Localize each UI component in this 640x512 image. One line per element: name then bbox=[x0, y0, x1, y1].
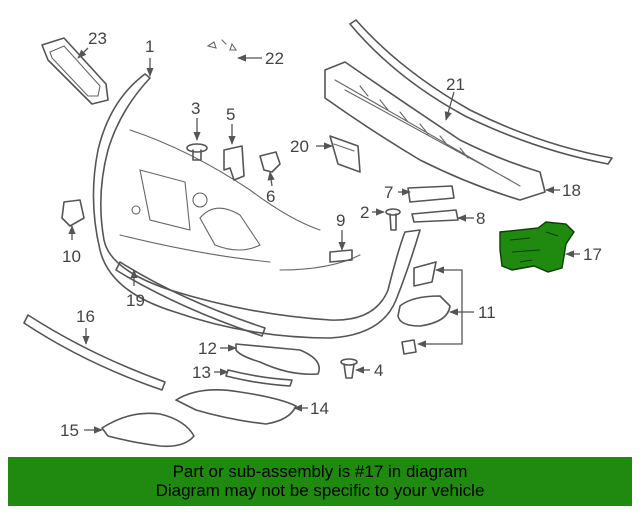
leader-lines bbox=[68, 47, 580, 434]
part-1-bumper-cover[interactable] bbox=[92, 73, 421, 339]
callout-16: 16 bbox=[76, 307, 95, 326]
callout-15: 15 bbox=[60, 421, 79, 440]
callout-14: 14 bbox=[310, 399, 329, 418]
part-2-screw[interactable] bbox=[385, 208, 401, 231]
part-8-bracket[interactable] bbox=[411, 209, 459, 223]
banner-line-1: Part or sub-assembly is #17 in diagram bbox=[172, 462, 468, 481]
callout-21: 21 bbox=[446, 75, 465, 94]
callout-2: 2 bbox=[360, 203, 369, 222]
part-13-trim[interactable] bbox=[225, 369, 293, 387]
callout-7: 7 bbox=[384, 183, 393, 202]
callout-11: 11 bbox=[478, 303, 496, 322]
part-22-fasteners[interactable] bbox=[206, 39, 238, 51]
callout-10: 10 bbox=[62, 247, 81, 266]
callout-19: 19 bbox=[126, 291, 145, 310]
callout-4: 4 bbox=[374, 361, 383, 380]
part-10-clip[interactable] bbox=[61, 199, 85, 227]
callout-17: 17 bbox=[583, 245, 602, 264]
banner-line-2: Diagram may not be specific to your vehi… bbox=[155, 481, 485, 500]
part-3-clip[interactable] bbox=[186, 143, 208, 161]
part-14-bezel[interactable] bbox=[175, 388, 297, 425]
callout-18: 18 bbox=[562, 181, 581, 200]
callout-12: 12 bbox=[198, 339, 217, 358]
part-4-clip[interactable] bbox=[340, 358, 358, 379]
info-banner: Part or sub-assembly is #17 in diagram D… bbox=[8, 457, 632, 506]
part-17-bracket-highlighted[interactable] bbox=[499, 221, 575, 273]
callout-8: 8 bbox=[476, 209, 485, 228]
part-16-trim-strip[interactable] bbox=[23, 314, 166, 391]
part-20-bracket[interactable] bbox=[329, 135, 361, 173]
callout-20: 20 bbox=[290, 137, 309, 156]
callout-6: 6 bbox=[266, 187, 275, 206]
callout-5: 5 bbox=[226, 105, 235, 124]
callout-23: 23 bbox=[88, 29, 107, 48]
part-12-grille[interactable] bbox=[235, 343, 320, 376]
part-5-bracket[interactable] bbox=[223, 145, 245, 181]
parts-diagram: 1 23 22 21 3 5 20 6 7 18 2 8 9 10 17 19 … bbox=[23, 19, 613, 448]
part-23-vent-frame[interactable] bbox=[41, 37, 109, 105]
part-18-carrier[interactable] bbox=[324, 61, 546, 201]
part-19-lower-spoiler[interactable] bbox=[115, 261, 266, 337]
callout-labels: 1 23 22 21 3 5 20 6 7 18 2 8 9 10 17 19 … bbox=[60, 29, 602, 440]
part-6-bracket[interactable] bbox=[259, 151, 281, 173]
callout-3: 3 bbox=[191, 99, 200, 118]
callout-22: 22 bbox=[265, 49, 284, 68]
callout-1: 1 bbox=[145, 37, 154, 56]
callout-13: 13 bbox=[192, 363, 211, 382]
callout-9: 9 bbox=[336, 211, 345, 230]
part-7-bracket[interactable] bbox=[407, 185, 455, 203]
part-21-upper-strip[interactable] bbox=[349, 19, 613, 165]
part-15-lower-bezel[interactable] bbox=[101, 412, 195, 448]
part-11-grille-insert[interactable] bbox=[397, 261, 451, 355]
part-9-bracket[interactable] bbox=[329, 249, 353, 263]
